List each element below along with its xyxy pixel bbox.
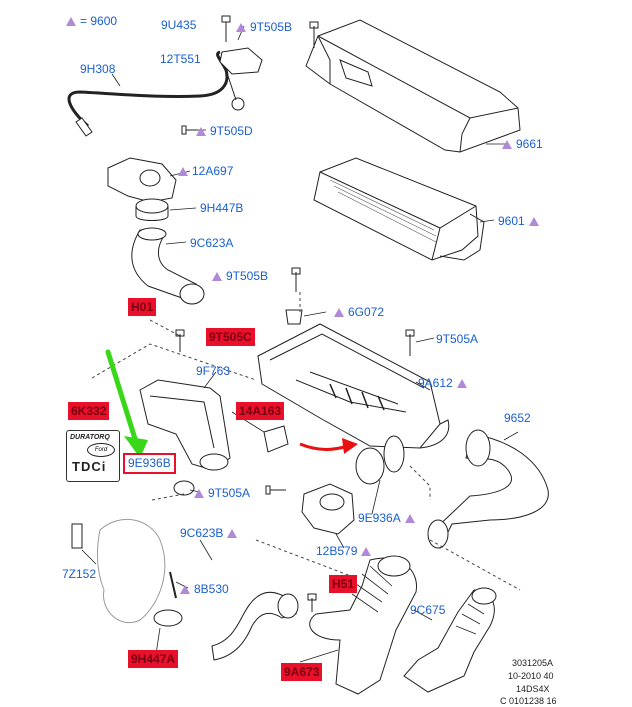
red-box-3: 6K332 [68,402,110,420]
ring-9e936b [173,480,195,496]
footer-line-1: 3031205A [512,658,554,668]
sensor-12b579 [301,483,355,535]
label-9t505a-right: 9T505A [436,332,479,346]
seal-ring [355,447,385,485]
triangle-icon [212,272,222,281]
label-9f763: 9F763 [196,364,231,378]
duct-9c675 [403,587,497,693]
triangle-icon [456,379,467,388]
label-9661: 9661 [502,137,543,151]
red-box-2: 9T505C [206,328,255,346]
label-9t505a-left: 9T505A [194,486,250,500]
bolt-9t505b-mid [291,267,301,292]
label-12t551: 12T551 [160,52,201,66]
hose-9652 [427,429,549,550]
duct-9a673 [309,555,417,695]
label-9e936b-highlighted: 9E936B [123,453,176,474]
bolt-h51 [307,593,317,612]
label-8b530: 8B530 [180,582,229,596]
triangle-icon [180,585,190,594]
air-filter-element [313,157,485,261]
triangle-icon [404,514,415,523]
triangle-icon [334,308,344,317]
red-box-1: H01 [128,298,157,316]
clip-14a163 [263,425,289,453]
footer-line-4: C 0101238 16 [500,696,557,706]
triangle-icon [66,17,76,26]
air-cleaner-cover [305,19,521,153]
triangle-icon [194,489,204,498]
label-9t505b-top: 9T505B [236,20,292,34]
label-9a612: 9A612 [418,376,467,390]
label-9c675: 9C675 [410,603,446,617]
footer-line-3: 14DS4X [516,684,550,694]
red-flow-arrow [299,438,358,454]
label-7z152: 7Z152 [62,567,97,581]
label-12b579: 12B579 [316,544,372,558]
label-9h308: 9H308 [80,62,116,76]
hose-9c623a [131,227,205,305]
footer-line-2: 10-2010 40 [508,671,554,681]
seal-9e936a [383,435,405,473]
triangle-icon [502,140,512,149]
label-9e936a: 9E936A [358,511,415,525]
label-9t505b-mid: 9T505B [212,269,268,283]
guide-lines [91,292,521,591]
label-9t505d: 9T505D [196,124,253,138]
duratorq-tdci-logo: DURATORQ Ford TDCi [66,430,120,482]
air-box-lower-9a612 [257,323,450,449]
green-pointer-arrow [105,349,148,458]
label-12a697: 12A697 [178,164,233,178]
bolt-7z152 [71,523,83,549]
triangle-icon [361,547,372,556]
adapter-9h447b [135,198,169,221]
turbo-inlet-ghost [96,518,166,624]
label-9u435: 9U435 [161,18,197,32]
red-box-5: H51 [329,575,358,593]
bolt-9t505a-left [265,485,286,495]
legend: = 9600 [66,14,117,28]
triangle-icon [227,529,238,538]
triangle-icon [196,127,206,136]
hose-9c623b [211,591,299,661]
red-box-6: 9H447A [128,650,179,668]
label-9652: 9652 [504,411,531,425]
bolt-9t505b-top [309,21,319,48]
grommet-6g072 [285,309,303,325]
triangle-icon [178,167,188,176]
label-9c623a: 9C623A [190,236,234,250]
triangle-icon [236,23,246,32]
label-6g072: 6G072 [334,305,384,319]
connector-12t551 [219,15,263,75]
label-9h447b: 9H447B [200,201,244,215]
bolt-8b530 [169,571,177,599]
red-box-4: 14A163 [236,402,285,420]
hose-clamp-9h447a [153,609,183,627]
resonator-9f763 [139,379,231,471]
red-box-7: 9A673 [281,663,323,681]
bolt-9t505c [175,329,185,352]
label-9601: 9601 [498,214,539,228]
bolt-9t505a-right [405,329,415,356]
legend-value: = 9600 [80,14,118,28]
sensor-12a697 [107,157,177,203]
triangle-icon [528,217,539,226]
label-9c623b: 9C623B [180,526,238,540]
